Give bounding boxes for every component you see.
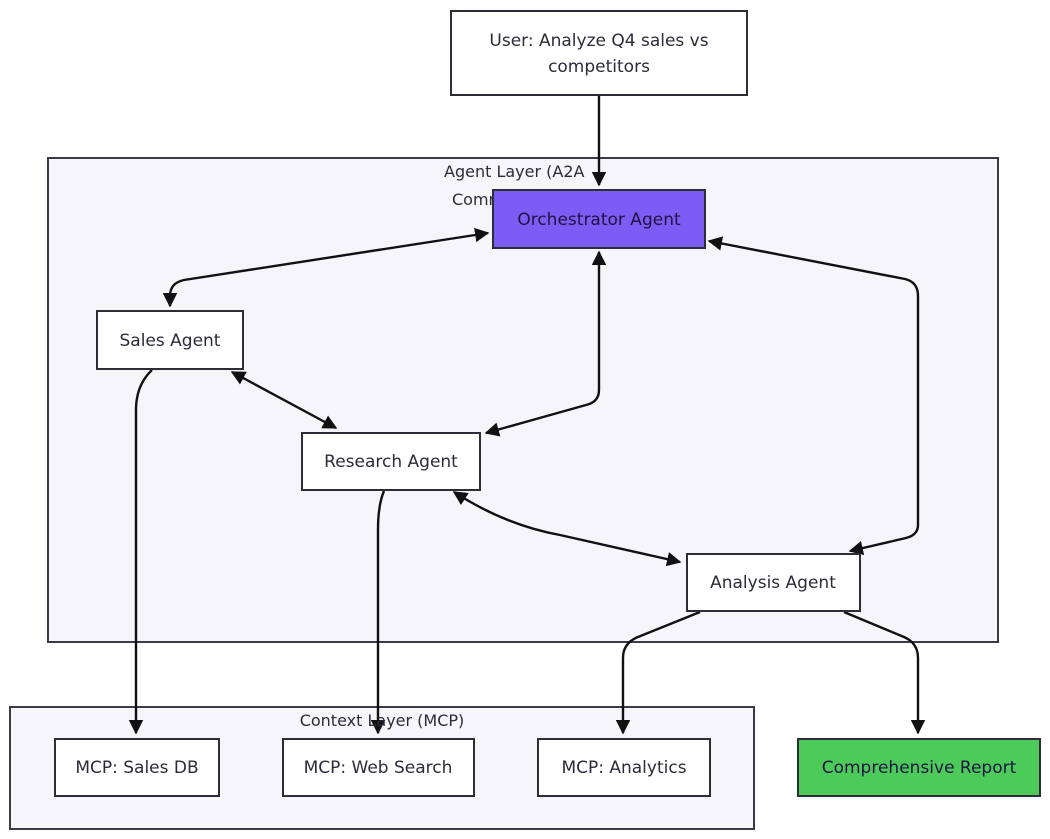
edge-orchestrator-analysis	[707, 236, 920, 556]
analysis-agent-label: Analysis Agent	[710, 573, 836, 593]
context-layer-label: Context Layer (MCP)	[300, 711, 465, 730]
mcp-analytics-node: MCP: Analytics	[537, 738, 711, 797]
edges	[128, 96, 926, 735]
user-request-line2: competitors	[548, 57, 650, 77]
edge-sales-research	[230, 370, 338, 430]
mcp-sales-db-node: MCP: Sales DB	[54, 738, 220, 797]
user-request-node: User: Analyze Q4 sales vs competitors	[450, 10, 748, 96]
edge-orchestrator-research	[484, 250, 607, 437]
sales-agent-node: Sales Agent	[96, 310, 244, 370]
edge-sales-to-mcp-sales-db	[128, 369, 153, 735]
comprehensive-report-label: Comprehensive Report	[822, 758, 1017, 778]
orchestrator-agent-node: Orchestrator Agent	[492, 189, 706, 249]
mcp-sales-db-label: MCP: Sales DB	[75, 758, 198, 778]
edge-analysis-to-report	[843, 610, 926, 735]
agent-layer-label-line2: Comm	[452, 190, 504, 209]
analysis-agent-node: Analysis Agent	[686, 553, 861, 612]
edge-orchestrator-sales	[162, 227, 490, 308]
research-agent-node: Research Agent	[301, 432, 481, 491]
user-request-line1: User: Analyze Q4 sales vs	[489, 31, 708, 51]
comprehensive-report-node: Comprehensive Report	[797, 738, 1041, 797]
mcp-analytics-label: MCP: Analytics	[561, 758, 686, 778]
edge-research-analysis	[452, 490, 682, 567]
agent-layer-label-line1: Agent Layer (A2A	[444, 162, 585, 181]
edge-analysis-to-mcp-analytics	[615, 610, 701, 735]
orchestrator-agent-label: Orchestrator Agent	[517, 210, 681, 230]
mcp-web-search-node: MCP: Web Search	[282, 738, 475, 797]
sales-agent-label: Sales Agent	[120, 331, 221, 351]
research-agent-label: Research Agent	[324, 452, 458, 472]
mcp-web-search-label: MCP: Web Search	[304, 758, 453, 778]
edge-research-to-mcp-web-search	[370, 490, 386, 735]
